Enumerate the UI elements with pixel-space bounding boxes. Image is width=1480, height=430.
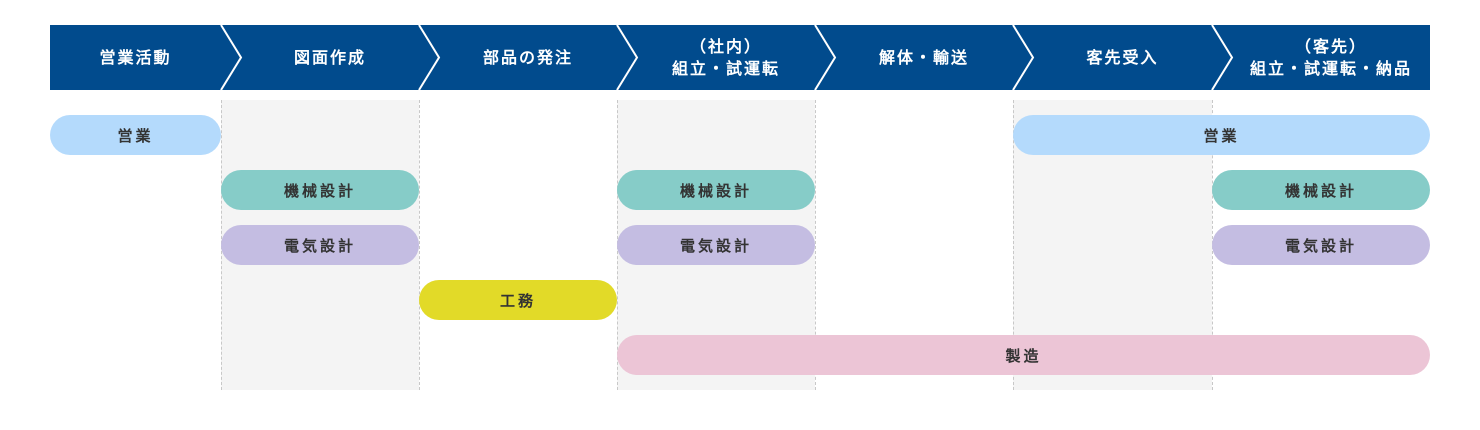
bar-mechanical-design: 機械設計 (1212, 170, 1430, 210)
step-label: 図面作成 (293, 47, 366, 67)
step-customer-receiving: 客先受入 (1033, 25, 1212, 90)
bar-electrical-design: 電気設計 (617, 225, 815, 265)
step-drawing: 図面作成 (241, 25, 419, 90)
bar-label: 機械設計 (1284, 181, 1357, 200)
step-label-line2: 組立・試運転 (671, 58, 780, 78)
bar-sales: 営業 (1013, 115, 1430, 155)
step-label: 営業活動 (99, 47, 172, 67)
bar-mechanical-design: 機械設計 (221, 170, 419, 210)
step-label: 解体・輸送 (878, 47, 969, 67)
chevron-right-icon (1012, 25, 1035, 90)
chevron-right-icon (220, 25, 243, 90)
step-label: 客先受入 (1086, 47, 1159, 67)
bar-label: 機械設計 (679, 181, 752, 200)
column-divider (419, 100, 420, 390)
bar-label: 営業 (117, 126, 154, 145)
chevron-right-icon (418, 25, 441, 90)
step-disassembly-transport: 解体・輸送 (835, 25, 1013, 90)
process-header-bar (50, 25, 1430, 90)
bar-label: 営業 (1203, 126, 1240, 145)
step-label-line1: （社内） (689, 36, 762, 56)
chevron-right-icon (814, 25, 837, 90)
column-divider (1013, 100, 1014, 390)
bar-construction: 工務 (419, 280, 617, 320)
step-inhouse-assembly: （社内） 組立・試運転 (637, 25, 815, 90)
bar-label: 機械設計 (283, 181, 356, 200)
step-onsite-assembly-delivery: （客先） 組立・試運転・納品 (1232, 25, 1430, 90)
bar-electrical-design: 電気設計 (1212, 225, 1430, 265)
bar-sales: 営業 (50, 115, 221, 155)
bar-label: 電気設計 (1284, 236, 1357, 255)
chevron-right-icon (616, 25, 639, 90)
chevron-right-icon (1211, 25, 1234, 90)
column-divider (815, 100, 816, 390)
bar-label: 電気設計 (679, 236, 752, 255)
bar-mechanical-design: 機械設計 (617, 170, 815, 210)
bar-label: 製造 (1005, 346, 1042, 365)
bar-electrical-design: 電気設計 (221, 225, 419, 265)
step-sales-activity: 営業活動 (50, 25, 221, 90)
step-label-line2: 組立・試運転・納品 (1249, 58, 1412, 78)
bar-label: 電気設計 (283, 236, 356, 255)
bar-manufacturing: 製造 (617, 335, 1430, 375)
step-label-line1: （客先） (1294, 36, 1367, 56)
step-parts-order: 部品の発注 (439, 25, 617, 90)
bar-label: 工務 (499, 291, 536, 310)
step-label: 部品の発注 (482, 47, 573, 67)
